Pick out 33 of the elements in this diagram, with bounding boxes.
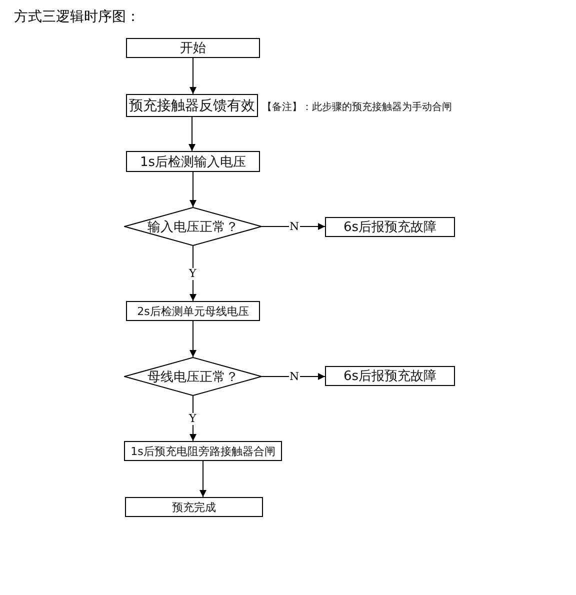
process-box [325, 217, 455, 237]
node-text: 母线电压正常？ [148, 368, 238, 386]
arrow [188, 116, 196, 152]
node-text: 输入电压正常？ [148, 218, 238, 236]
node-text: 预充完成 [172, 500, 216, 514]
node-text: 6s后报预充故障 [343, 219, 437, 236]
arrow [262, 373, 326, 380]
process-box [325, 366, 455, 386]
node-text: 6s后报预充故障 [343, 368, 437, 385]
edge-label: Y [188, 412, 198, 424]
process-box [124, 441, 282, 461]
edge-label: N [288, 220, 300, 232]
note-text: 【备注】：此步骤的预充接触器为手动合闸 [262, 100, 452, 114]
node-text: 开始 [180, 40, 206, 57]
diagram-title: 方式三逻辑时序图： [14, 8, 140, 26]
arrow [190, 172, 196, 208]
arrow [190, 246, 196, 302]
process-box [126, 151, 260, 172]
arrow [262, 223, 326, 230]
decision-diamond [124, 207, 262, 246]
process-box [126, 301, 260, 321]
edge-label: Y [188, 268, 198, 280]
process-box [125, 497, 263, 517]
decision-diamond [124, 357, 262, 396]
edge-label: N [288, 370, 300, 382]
node-text: 1s后检测输入电压 [140, 154, 246, 170]
node-text: 2s后检测单元母线电压 [137, 304, 249, 318]
arrow [190, 58, 196, 94]
process-box [126, 38, 260, 58]
arrow [190, 320, 196, 358]
node-text: 1s后预充电阻旁路接触器合闸 [130, 444, 276, 458]
arrow [200, 460, 206, 498]
node-text: 预充接触器反馈有效 [129, 96, 255, 114]
